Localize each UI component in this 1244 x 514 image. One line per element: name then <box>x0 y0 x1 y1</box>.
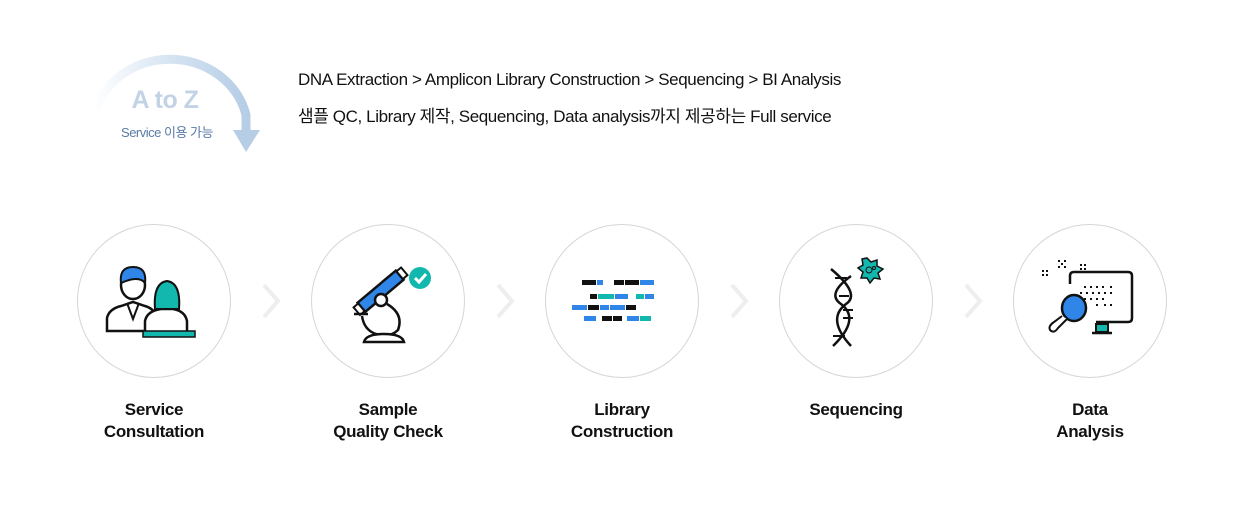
step-label-data-analysis: Data Analysis <box>990 399 1190 443</box>
step-label-sequencing: Sequencing <box>756 399 956 421</box>
consultation-icon <box>105 265 196 338</box>
step-label-line: Consultation <box>103 422 205 441</box>
step-sequencing-circle <box>779 224 933 378</box>
step-data-analysis-circle <box>1013 224 1167 378</box>
step-label-line: Construction <box>570 422 674 441</box>
chevron-right-icon <box>964 283 983 319</box>
step-consultation-circle <box>77 224 231 378</box>
a-to-z-title: A to Z <box>131 86 199 114</box>
step-label-quality-check: Sample Quality Check <box>288 399 488 443</box>
step-label-line: Sequencing <box>809 400 903 419</box>
step-label-line: Library <box>594 400 650 419</box>
service-description: 샘플 QC, Library 제작, Sequencing, Data anal… <box>298 107 832 126</box>
step-label-line: Data <box>1072 400 1108 419</box>
step-label-line: Quality Check <box>333 422 443 441</box>
chevron-right-icon <box>496 283 515 319</box>
step-library-circle <box>545 224 699 378</box>
a-to-z-subtitle: Service 이용 가능 <box>121 125 213 140</box>
a-to-z-arrow-icon <box>89 54 260 152</box>
dna-icon <box>830 256 885 347</box>
step-label-line: Analysis <box>1056 422 1124 441</box>
library-blocks-icon <box>572 280 654 321</box>
step-label-line: Service <box>124 400 184 419</box>
chevron-right-icon <box>730 283 749 319</box>
monitor-analysis-icon <box>1042 260 1134 335</box>
step-quality-check-circle <box>311 224 465 378</box>
chevron-right-icon <box>262 283 281 319</box>
step-label-library: Library Construction <box>522 399 722 443</box>
microscope-icon <box>352 266 431 344</box>
step-label-line: Sample <box>358 400 418 419</box>
step-label-consultation: Service Consultation <box>54 399 254 443</box>
process-description: DNA Extraction > Amplicon Library Constr… <box>298 70 841 89</box>
